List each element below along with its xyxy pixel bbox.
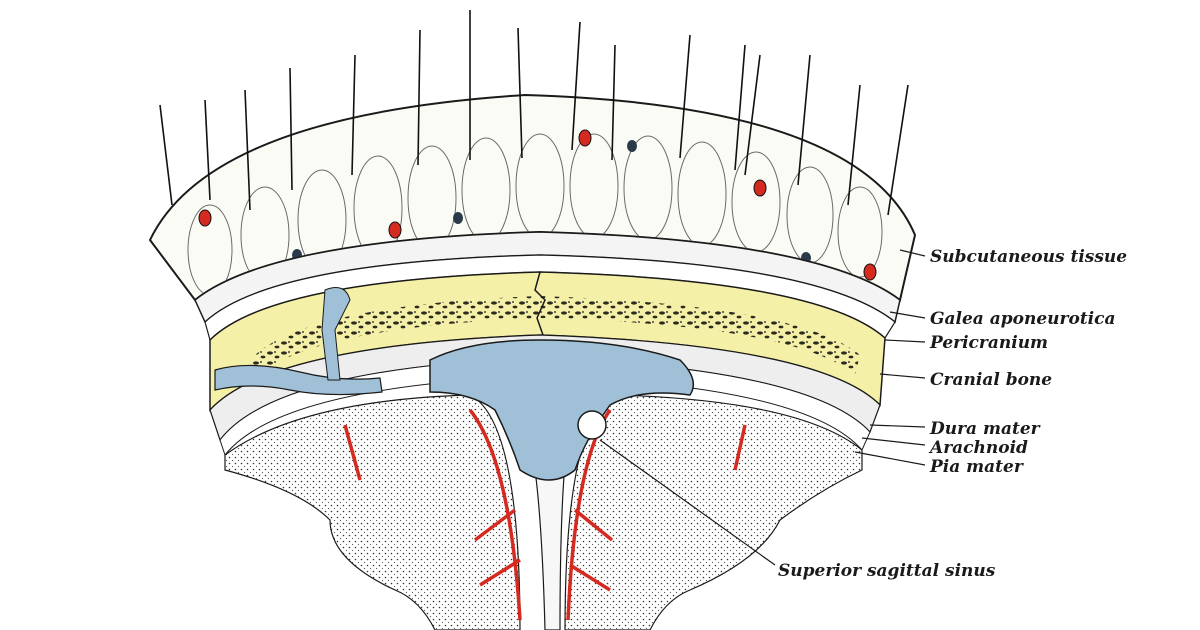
superior-sagittal-sinus: [214, 287, 695, 481]
scalp-blood-vessels: [198, 129, 877, 281]
label-galea-aponeurotica: Galea aponeurotica: [930, 309, 1116, 329]
label-cranial-bone: Cranial bone: [930, 370, 1052, 390]
label-subcutaneous-tissue: Subcutaneous tissue: [930, 247, 1127, 267]
label-pia-mater: Pia mater: [929, 457, 1024, 477]
hair-shafts: [159, 10, 909, 216]
label-pericranium: Pericranium: [929, 333, 1048, 353]
label-arachnoid: Arachnoid: [928, 438, 1028, 458]
label-dura-mater: Dura mater: [929, 419, 1041, 439]
leader-lines: [599, 249, 926, 566]
label-superior-sagittal-sinus: Superior sagittal sinus: [778, 561, 996, 581]
